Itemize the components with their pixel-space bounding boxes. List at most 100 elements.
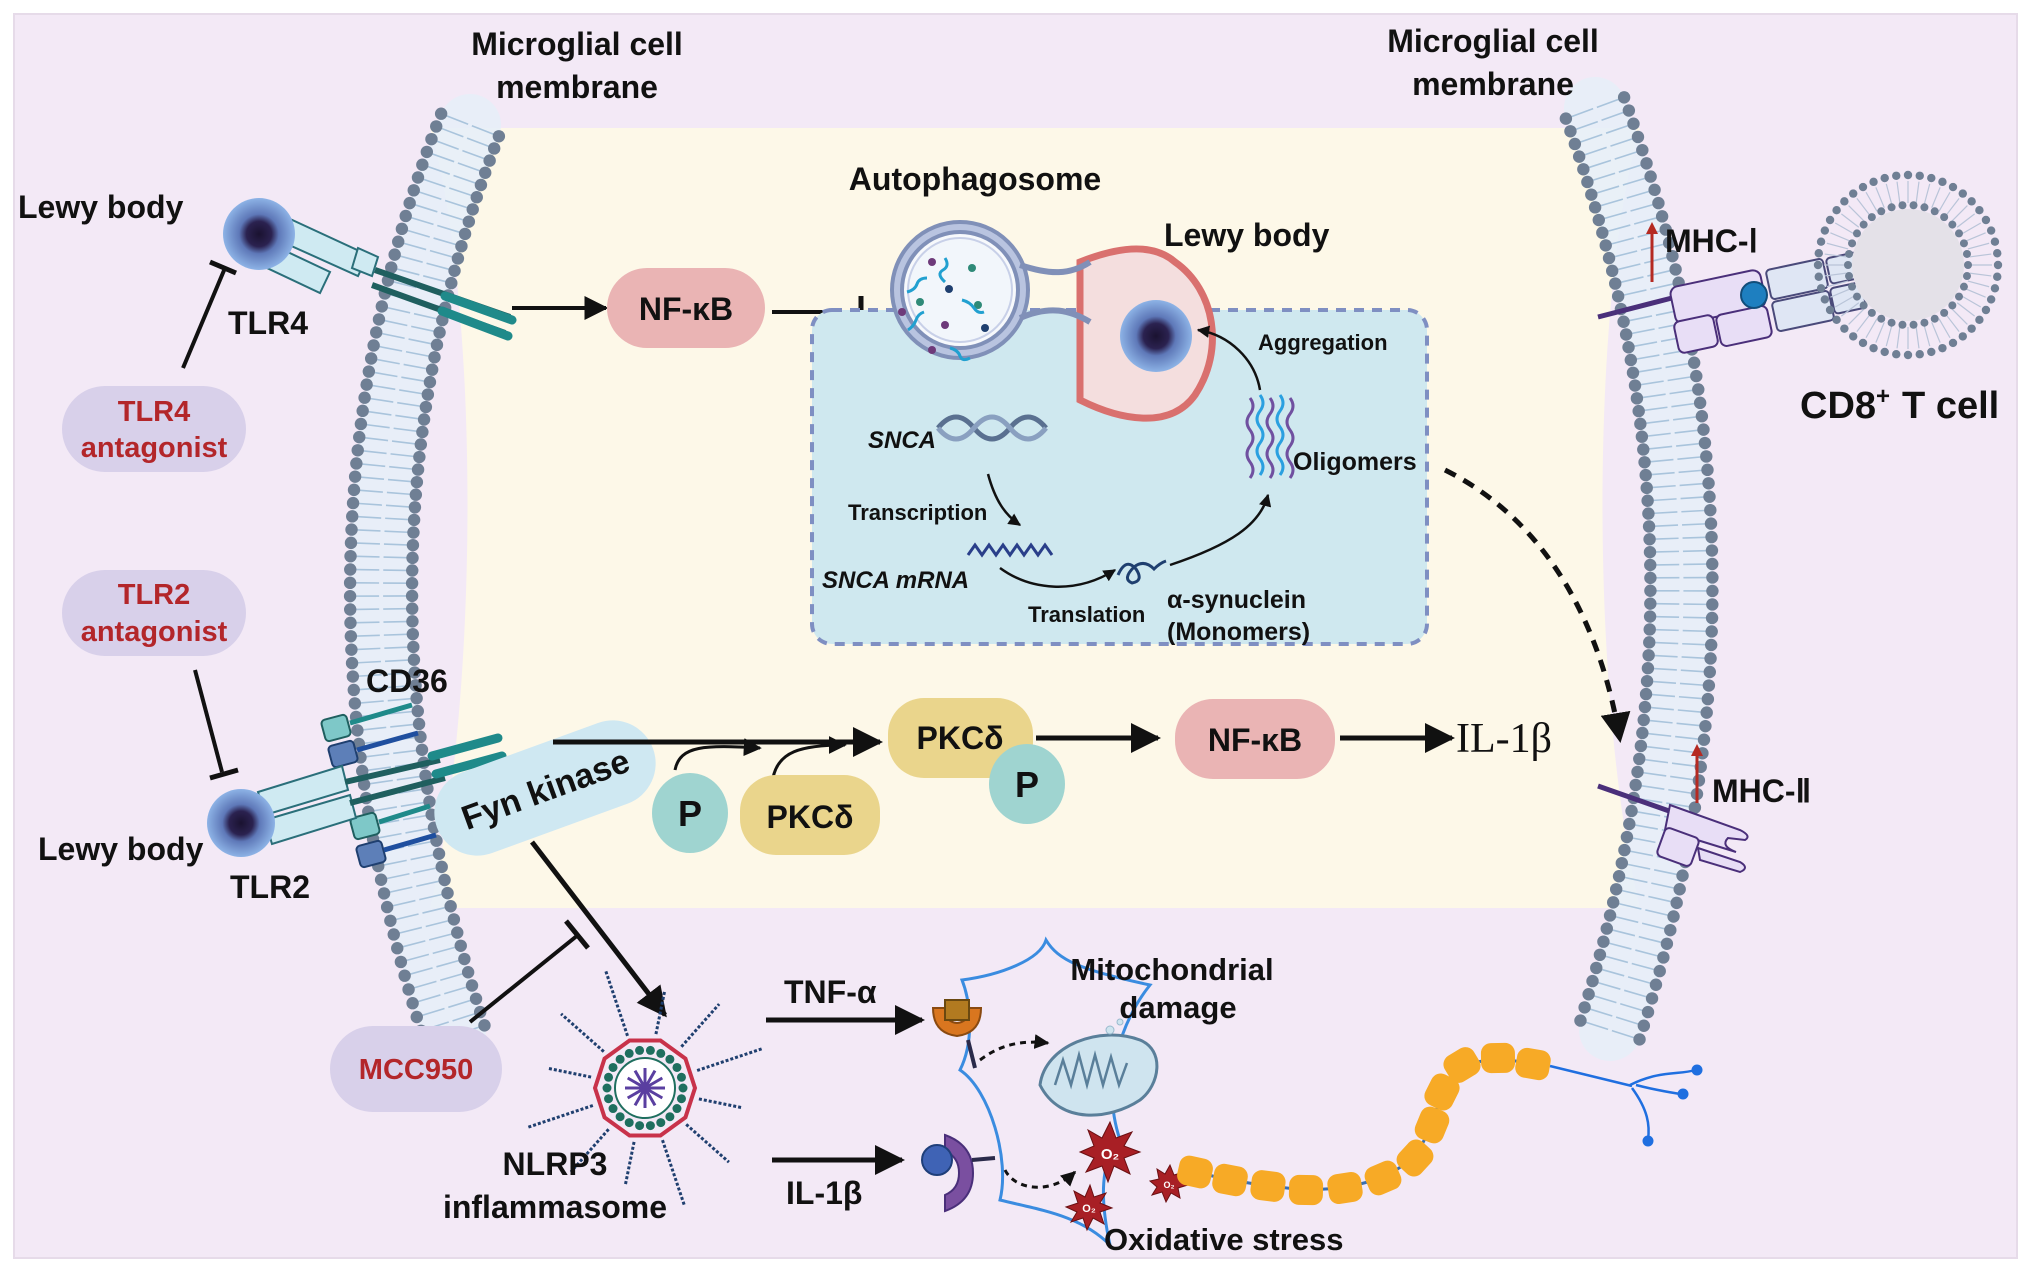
aggregation-label: Aggregation <box>1258 330 1388 355</box>
myelin-segment <box>1327 1171 1363 1205</box>
lipid-head <box>374 873 388 886</box>
lipid-head <box>1605 264 1619 278</box>
myelin-segment <box>1480 1042 1516 1074</box>
lipid-head <box>419 769 432 782</box>
lipid-head <box>362 365 376 378</box>
lipid-head <box>1704 638 1718 652</box>
tlr2-antagonist-label-line2: antagonist <box>81 616 228 648</box>
lipid-head <box>1578 1001 1591 1014</box>
lipid-head <box>411 171 425 184</box>
lipid-head <box>411 704 424 718</box>
lipid-head <box>344 603 357 616</box>
lipid-head <box>1636 726 1649 740</box>
mito-damage-label-line2: damage <box>1119 990 1236 1025</box>
lipid-head <box>1704 517 1718 530</box>
tlr2-antagonist-label-line1: TLR2 <box>118 579 191 611</box>
lipid-head <box>1700 706 1713 719</box>
lipid-head <box>403 196 416 210</box>
lipid-head <box>1643 545 1657 559</box>
lipid-head <box>372 313 386 326</box>
lipid-head <box>447 913 461 926</box>
lipid-head <box>1704 503 1717 517</box>
lipid-head <box>1706 584 1719 598</box>
il1b-bottom-label: IL-1β <box>786 1175 862 1211</box>
lipid-head <box>1627 117 1640 130</box>
lipid-head <box>347 683 360 697</box>
membrane-right <box>1559 77 1719 1061</box>
lipid-head <box>1640 481 1653 495</box>
lipid-head <box>1642 520 1656 533</box>
lipid-head <box>1697 423 1710 436</box>
lipid-head <box>458 952 471 966</box>
lipid-head <box>407 653 421 666</box>
lipid-head <box>1574 1014 1587 1027</box>
lipid-head <box>1641 662 1655 675</box>
lipid-head <box>462 215 476 228</box>
tlr4-antagonist-pill <box>62 386 246 472</box>
tlr2-inhibition-bar <box>209 767 239 781</box>
nfkb-mid-label: NF-κB <box>1208 722 1302 758</box>
lipid-head <box>1645 992 1659 1005</box>
lipid-head <box>1611 290 1625 303</box>
lipid-head <box>1706 557 1719 571</box>
lipid-head <box>425 363 439 376</box>
lipid-head <box>1688 801 1702 814</box>
lipid-head <box>448 264 461 277</box>
lipid-head <box>483 154 496 167</box>
arrow-oligomers-to-mhc2 <box>1443 467 1631 743</box>
lipid-head <box>1653 964 1666 978</box>
lipid-head <box>421 388 435 401</box>
nfkb-mid-pill <box>1175 699 1335 779</box>
mito-damage-label-line1: Mitochondrial <box>1070 952 1273 987</box>
lipid-head <box>406 551 419 565</box>
lipid-head <box>1669 263 1682 276</box>
lipid-head <box>1705 611 1719 625</box>
lipid-head <box>1649 978 1663 991</box>
lipid-head <box>1590 961 1603 975</box>
mcc950-inhibition-bar <box>564 919 590 950</box>
transcription-label: Transcription <box>848 500 987 525</box>
lipid-head <box>1676 869 1689 882</box>
lipid-head <box>377 887 391 900</box>
lipid-head <box>1687 356 1701 369</box>
lipid-head <box>344 563 357 576</box>
ros-o2-label-2: O₂ <box>1164 1180 1175 1190</box>
lipid-head <box>1622 104 1636 117</box>
lipid-head <box>346 496 360 510</box>
lewy-body-tlr4 <box>223 198 295 270</box>
lipid-head <box>380 900 394 914</box>
lipid-head <box>1648 183 1661 197</box>
lipid-head <box>1585 188 1598 201</box>
lewy-body-label-bottom: Lewy body <box>38 831 204 867</box>
il1b-mid-label: IL-1β <box>1456 716 1552 762</box>
lipid-head <box>451 252 465 265</box>
lipid-head <box>1666 249 1679 263</box>
lipid-head <box>1700 450 1713 463</box>
lipid-head <box>487 142 501 155</box>
lipid-head <box>356 404 369 418</box>
lipid-head <box>432 847 446 861</box>
lipid-head <box>1581 175 1594 189</box>
lipid-head <box>474 178 488 192</box>
nfkb-top-pill <box>607 268 765 348</box>
lipid-head <box>407 184 420 197</box>
lipid-head <box>1599 239 1612 252</box>
lipid-head <box>343 589 357 603</box>
lipid-head <box>409 488 423 501</box>
nfkb-top-label: NF-κB <box>639 291 733 327</box>
lipid-head <box>1695 410 1709 423</box>
lipid-head <box>353 430 366 444</box>
lipid-head <box>1701 463 1714 477</box>
lipid-head <box>399 209 412 223</box>
lipid-head <box>419 400 433 414</box>
tlr4-inhibition-bar <box>209 259 237 276</box>
lipid-head <box>406 602 419 615</box>
lewy-body-label-top: Lewy body <box>18 189 184 225</box>
lipid-head <box>1706 571 1719 584</box>
lipid-head <box>1667 910 1680 923</box>
lipid-head <box>360 378 373 391</box>
snca-gene-label: SNCA <box>868 427 936 454</box>
lipid-head <box>1652 196 1665 210</box>
lipid-head <box>428 351 441 364</box>
lipid-head <box>1639 468 1652 482</box>
